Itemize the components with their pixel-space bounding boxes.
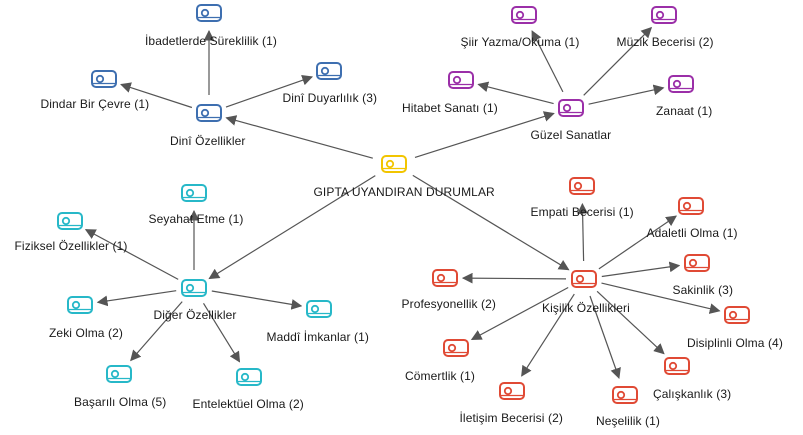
node-label-guzel: Güzel Sanatlar: [530, 128, 612, 142]
node-label-guzel-children-2: Hitabet Sanatı (1): [402, 101, 498, 115]
code-tag-icon[interactable]: [612, 386, 638, 404]
node-label-dini-children-0: İbadetlerde Süreklilik (1): [145, 34, 277, 48]
node-label-kisilik-children-8: Neşelilik (1): [596, 414, 660, 428]
node-label-diger-children-3: Maddî İmkanlar (1): [266, 330, 369, 344]
code-tag-icon[interactable]: [499, 382, 525, 400]
edge-root-to-kisilik: [412, 174, 570, 271]
node-label-diger-children-4: Başarılı Olma (5): [74, 395, 167, 409]
code-tag-icon[interactable]: [306, 300, 332, 318]
edge-guzel-to-guzel-2: [477, 81, 554, 105]
node-label-kisilik-children-1: Adaletli Olma (1): [646, 226, 738, 240]
code-tag-icon[interactable]: [684, 254, 710, 272]
code-tag-icon[interactable]: [432, 269, 458, 287]
code-tag-icon[interactable]: [571, 270, 597, 288]
edge-kisilik-to-kis-4: [601, 282, 721, 314]
node-label-kisilik-children-6: Çalışkanlık (3): [653, 387, 732, 401]
node-label-dini-children-2: Dinî Duyarlılık (3): [282, 91, 378, 105]
edge-dini-to-dini-2: [225, 75, 314, 108]
node-label-diger-children-1: Fiziksel Özellikler (1): [14, 239, 128, 253]
node-label-kisilik-children-2: Profesyonellik (2): [401, 297, 497, 311]
node-label-kisilik-children-3: Sakinlik (3): [672, 283, 734, 297]
code-tag-icon[interactable]: [57, 212, 83, 230]
code-tag-icon[interactable]: [558, 99, 584, 117]
edge-root-to-guzel: [414, 111, 555, 158]
code-tag-icon[interactable]: [569, 177, 595, 195]
code-tag-icon[interactable]: [67, 296, 93, 314]
node-label-kisilik-children-0: Empati Becerisi (1): [530, 205, 634, 219]
code-tag-icon[interactable]: [316, 62, 342, 80]
edge-kisilik-to-kis-7: [521, 293, 575, 377]
edge-root-to-dini: [225, 115, 373, 159]
node-label-kisilik-children-4: Disiplinli Olma (4): [687, 336, 783, 350]
edge-kisilik-to-kis-5: [470, 286, 569, 341]
edge-dini-to-dini-1: [120, 82, 193, 109]
edge-kisilik-to-kis-8: [589, 295, 621, 380]
code-tag-icon[interactable]: [511, 6, 537, 24]
code-tag-icon[interactable]: [196, 104, 222, 122]
edge-diger-to-diger-1: [84, 229, 179, 280]
code-tag-icon[interactable]: [181, 279, 207, 297]
edge-root-to-diger: [208, 175, 376, 280]
node-label-kisilik: Kişilik Özellikleri: [542, 301, 630, 315]
code-tag-icon[interactable]: [678, 197, 704, 215]
code-tag-icon[interactable]: [651, 6, 677, 24]
code-tag-icon[interactable]: [668, 75, 694, 93]
code-tag-icon[interactable]: [91, 70, 117, 88]
node-label-root: GIPTA UYANDIRAN DURUMLAR: [313, 185, 495, 199]
code-tag-icon[interactable]: [448, 71, 474, 89]
code-tag-icon[interactable]: [381, 155, 407, 173]
code-tag-icon[interactable]: [724, 306, 750, 324]
node-label-kisilik-children-7: İletişim Becerisi (2): [459, 411, 563, 425]
code-tag-icon[interactable]: [181, 184, 207, 202]
edge-kisilik-to-kis-1: [598, 215, 677, 270]
edge-guzel-to-guzel-3: [588, 84, 665, 105]
node-label-guzel-children-1: Müzik Becerisi (2): [616, 35, 714, 49]
code-tag-icon[interactable]: [664, 357, 690, 375]
edge-kisilik-to-kis-3: [601, 261, 681, 278]
node-label-kisilik-children-5: Cömertlik (1): [405, 369, 475, 383]
node-label-diger-children-0: Seyahat Etme (1): [148, 212, 244, 226]
edge-diger-to-diger-4: [130, 301, 183, 362]
node-label-guzel-children-0: Şiir Yazma/Okuma (1): [460, 35, 580, 49]
node-label-dini: Dinî Özellikler: [170, 134, 246, 148]
node-label-guzel-children-3: Zanaat (1): [656, 104, 713, 118]
edge-kisilik-to-kis-6: [596, 290, 665, 355]
edge-diger-to-diger-2: [96, 290, 177, 307]
code-tag-icon[interactable]: [236, 368, 262, 386]
edge-diger-to-diger-5: [202, 302, 241, 363]
node-label-diger-children-2: Zeki Olma (2): [49, 326, 123, 340]
node-label-diger-children-5: Entelektüel Olma (2): [192, 397, 304, 411]
edge-kisilik-to-kis-2: [461, 272, 567, 284]
code-tag-icon[interactable]: [106, 365, 132, 383]
edge-guzel-to-guzel-1: [583, 26, 653, 96]
edge-kisilik-to-kis-0: [577, 202, 589, 262]
code-tag-icon[interactable]: [196, 4, 222, 22]
edge-guzel-to-guzel-0: [531, 30, 564, 93]
code-tag-icon[interactable]: [443, 339, 469, 357]
edge-diger-to-diger-3: [211, 290, 303, 310]
node-label-diger: Diğer Özellikler: [153, 308, 237, 322]
node-label-dini-children-1: Dindar Bir Çevre (1): [40, 97, 150, 111]
